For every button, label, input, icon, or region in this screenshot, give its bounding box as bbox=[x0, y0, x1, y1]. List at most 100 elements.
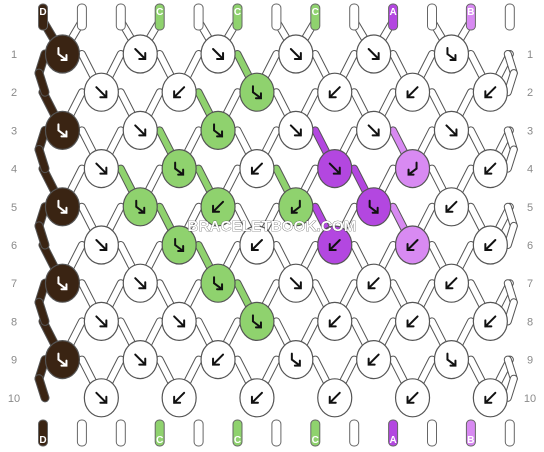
row-label-left: 1 bbox=[11, 49, 17, 61]
top-strand-label: B bbox=[467, 7, 474, 18]
knot bbox=[317, 72, 353, 112]
knot bbox=[394, 301, 431, 341]
knot bbox=[317, 225, 353, 265]
knot bbox=[239, 301, 275, 341]
row-label-left: 2 bbox=[11, 87, 17, 99]
knot bbox=[83, 225, 119, 265]
row-label-left: 3 bbox=[11, 125, 17, 137]
knot bbox=[278, 187, 314, 227]
row-label-right: 6 bbox=[527, 240, 533, 252]
top-strand-label: E bbox=[79, 7, 86, 18]
row-label-left: 4 bbox=[11, 164, 17, 176]
knot bbox=[278, 34, 314, 74]
bottom-strand-4: C bbox=[154, 419, 165, 447]
knot bbox=[278, 110, 314, 150]
top-strand-13: E bbox=[504, 3, 515, 31]
bottom-strand-label: E bbox=[195, 435, 202, 446]
knot bbox=[200, 34, 236, 74]
top-strand-2: E bbox=[76, 3, 87, 31]
knot bbox=[161, 72, 197, 112]
bottom-strand-1: D bbox=[38, 419, 48, 447]
knot bbox=[122, 340, 158, 380]
knot bbox=[83, 149, 119, 189]
bottom-strand-2: E bbox=[76, 419, 87, 447]
bottom-strand-12: B bbox=[465, 419, 476, 447]
knot bbox=[356, 187, 392, 227]
knot bbox=[161, 378, 197, 418]
top-strand-label: C bbox=[312, 7, 319, 18]
row-label-right: 3 bbox=[527, 125, 533, 137]
knot bbox=[278, 340, 314, 380]
knot bbox=[122, 263, 158, 303]
knot bbox=[433, 110, 470, 150]
knot bbox=[472, 378, 508, 418]
top-strand-label: E bbox=[429, 7, 436, 18]
knot bbox=[239, 225, 275, 265]
top-strand-label: D bbox=[39, 7, 46, 18]
bottom-strand-6: C bbox=[232, 419, 243, 447]
bottom-strand-5: E bbox=[193, 419, 204, 447]
watermark-text: BRACELETBOOK.COM bbox=[187, 218, 356, 235]
top-strand-1: D bbox=[38, 3, 48, 31]
knot bbox=[200, 263, 236, 303]
knot bbox=[122, 110, 158, 150]
edge-strand bbox=[34, 374, 50, 403]
knot bbox=[200, 340, 236, 380]
knot bbox=[356, 110, 392, 150]
knot bbox=[44, 263, 81, 303]
top-strand-label: E bbox=[195, 7, 202, 18]
row-label-right: 1 bbox=[527, 49, 533, 61]
row-label-left: 6 bbox=[11, 240, 17, 252]
bottom-strand-9: E bbox=[349, 419, 360, 447]
knot bbox=[161, 225, 197, 265]
knot bbox=[44, 187, 81, 227]
edge-strand bbox=[503, 69, 518, 97]
knot bbox=[83, 72, 119, 112]
knot bbox=[472, 149, 508, 189]
edge-strand bbox=[503, 145, 518, 173]
top-strand-4: C bbox=[154, 3, 165, 31]
knot bbox=[161, 301, 197, 341]
knot bbox=[356, 34, 392, 74]
bottom-strand-label: A bbox=[389, 435, 396, 446]
bottom-strand-3: E bbox=[115, 419, 126, 447]
bottom-strand-13: E bbox=[504, 419, 515, 447]
top-strand-label: E bbox=[273, 7, 280, 18]
knot bbox=[433, 34, 470, 74]
top-strand-label: A bbox=[389, 7, 396, 18]
row-label-right: 5 bbox=[527, 202, 533, 214]
row-label-left: 7 bbox=[11, 278, 17, 290]
knot bbox=[394, 225, 431, 265]
top-strand-3: E bbox=[115, 3, 126, 31]
row-label-right: 10 bbox=[524, 393, 536, 405]
knot bbox=[200, 187, 236, 227]
bottom-strand-label: E bbox=[429, 435, 436, 446]
knot bbox=[356, 340, 392, 380]
bottom-strand-label: B bbox=[467, 435, 474, 446]
edge-strand bbox=[34, 297, 50, 326]
knot bbox=[394, 149, 431, 189]
top-strand-label: E bbox=[117, 7, 124, 18]
row-label-left: 9 bbox=[11, 355, 17, 367]
knot bbox=[278, 263, 314, 303]
edge-strand bbox=[34, 145, 50, 174]
top-strand-label: E bbox=[351, 7, 358, 18]
knot bbox=[122, 187, 158, 227]
knot bbox=[83, 378, 119, 418]
knot bbox=[44, 110, 81, 150]
knot-grid bbox=[44, 34, 508, 418]
bottom-strand-label: E bbox=[506, 435, 513, 446]
knot bbox=[317, 149, 353, 189]
bottom-strand-10: A bbox=[388, 419, 399, 447]
knot bbox=[317, 301, 353, 341]
knot bbox=[239, 149, 275, 189]
top-strand-11: E bbox=[427, 3, 437, 31]
top-strand-12: B bbox=[465, 3, 476, 31]
knot bbox=[122, 34, 158, 74]
knot bbox=[83, 301, 119, 341]
bottom-strand-label: C bbox=[156, 435, 163, 446]
top-strand-label: E bbox=[506, 7, 513, 18]
knot bbox=[356, 263, 392, 303]
